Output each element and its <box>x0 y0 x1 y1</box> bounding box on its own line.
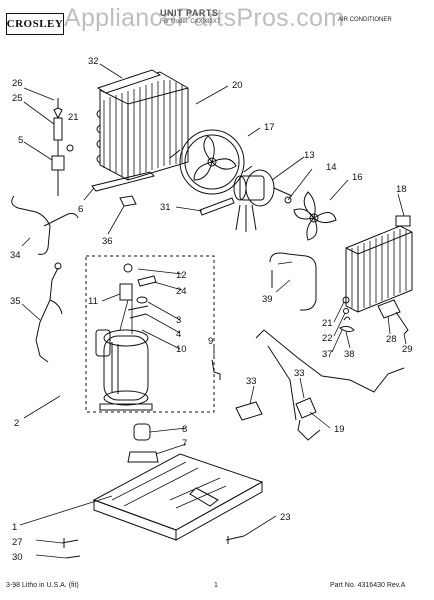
callout-23: 23 <box>280 512 291 523</box>
brand-name: CROSLEY <box>6 18 64 30</box>
retainer-ring <box>339 325 355 333</box>
sensor-washer <box>343 308 349 314</box>
shipping-screw <box>65 555 81 559</box>
callout-25: 25 <box>12 93 23 104</box>
callout-2: 2 <box>14 418 19 429</box>
fan-shaft-sleeve <box>199 197 235 216</box>
callout-14: 14 <box>326 162 337 173</box>
callout-5: 5 <box>18 135 23 146</box>
brand-logo: CROSLEY <box>6 13 64 35</box>
callout-4: 4 <box>176 329 181 340</box>
callout-38: 38 <box>344 349 355 360</box>
callout-24: 24 <box>176 286 187 297</box>
footer-part-number: Part No. 4316430 Rev.A <box>330 582 406 589</box>
callout-37: 37 <box>322 349 333 360</box>
drain-tube <box>11 195 79 255</box>
product-type: AIR CONDITIONER <box>338 17 392 23</box>
blower-fan <box>293 191 337 241</box>
compressor-mount-nut <box>127 451 159 463</box>
callout-12: 12 <box>176 270 187 281</box>
callout-28: 28 <box>386 334 397 345</box>
callout-39: 39 <box>262 294 273 305</box>
compressor-assembly-outline <box>85 255 215 413</box>
wiring-harness <box>35 267 63 363</box>
sensor-clip <box>342 296 350 304</box>
thermostat-body <box>51 140 65 196</box>
compressor-grommet <box>133 423 151 441</box>
coil-bottom-bracket <box>91 171 155 192</box>
callout-32: 32 <box>88 56 99 67</box>
callout-6: 6 <box>78 204 83 215</box>
callout-20: 20 <box>232 80 243 91</box>
callout-22: 22 <box>322 333 333 344</box>
leader-lines <box>19 63 407 559</box>
foam-strip <box>295 397 317 419</box>
thermostat-bulb <box>53 117 63 141</box>
thermostat-tip <box>53 98 63 120</box>
callout-36: 36 <box>102 236 113 247</box>
callout-34: 34 <box>10 250 21 261</box>
footer-page-number: 1 <box>214 582 218 589</box>
callout-13: 13 <box>304 150 315 161</box>
callout-30: 30 <box>12 552 23 563</box>
evaporator-coil <box>345 215 413 313</box>
thermostat-clip <box>66 144 74 152</box>
base-pan <box>92 453 264 541</box>
callout-31: 31 <box>160 202 171 213</box>
cap-tube-clip <box>211 359 221 380</box>
overload-protector <box>119 283 133 301</box>
callout-33-left: 33 <box>246 376 257 387</box>
terminal-cover-screw <box>123 263 133 273</box>
fan-motor <box>233 169 293 232</box>
callout-33-right: 33 <box>294 368 305 379</box>
callout-8: 8 <box>182 424 187 435</box>
bracket-clip <box>395 311 409 335</box>
callout-21-upper: 21 <box>68 112 79 123</box>
condenser-coil <box>96 71 189 181</box>
mounting-screw <box>225 535 245 544</box>
callout-10: 10 <box>176 344 187 355</box>
callout-29: 29 <box>402 344 413 355</box>
condenser-fan-blade <box>169 129 253 195</box>
callout-21-lower: 21 <box>322 318 333 329</box>
terminal-gasket <box>136 296 148 304</box>
callout-7: 7 <box>182 438 187 449</box>
thermostat-bracket <box>377 299 401 319</box>
spring-clip <box>343 316 351 321</box>
footer-print-info: 3-98 Litho in U.S.A. (fit) <box>6 582 79 589</box>
compressor <box>95 329 153 411</box>
coil-top-brace <box>96 69 162 94</box>
callout-3: 3 <box>176 315 181 326</box>
base-screw <box>61 538 79 548</box>
mounting-block <box>119 195 137 207</box>
diagram-subtitle: For Model: CAX083X7 <box>160 19 221 25</box>
callout-26: 26 <box>12 78 23 89</box>
terminal-cover <box>127 305 149 319</box>
callout-35: 35 <box>10 296 21 307</box>
tube-assembly <box>269 252 317 311</box>
foam-seal <box>235 401 263 421</box>
refrigerant-tubing-lower <box>267 345 297 421</box>
callout-1: 1 <box>12 522 17 533</box>
callout-16: 16 <box>352 172 363 183</box>
callout-18: 18 <box>396 184 407 195</box>
callout-9: 9 <box>208 336 213 347</box>
callout-17: 17 <box>264 122 275 133</box>
callout-11: 11 <box>88 296 98 307</box>
watermark: AppliancePartsPros.com <box>64 4 345 32</box>
terminal-clip <box>137 275 157 287</box>
callout-27: 27 <box>12 537 23 548</box>
callout-labels: 26 25 21 5 32 20 17 13 14 16 18 31 6 36 … <box>10 56 413 563</box>
refrigerant-tubing <box>255 329 405 441</box>
diagram-title: UNIT PARTS <box>160 8 219 18</box>
callout-19: 19 <box>334 424 345 435</box>
